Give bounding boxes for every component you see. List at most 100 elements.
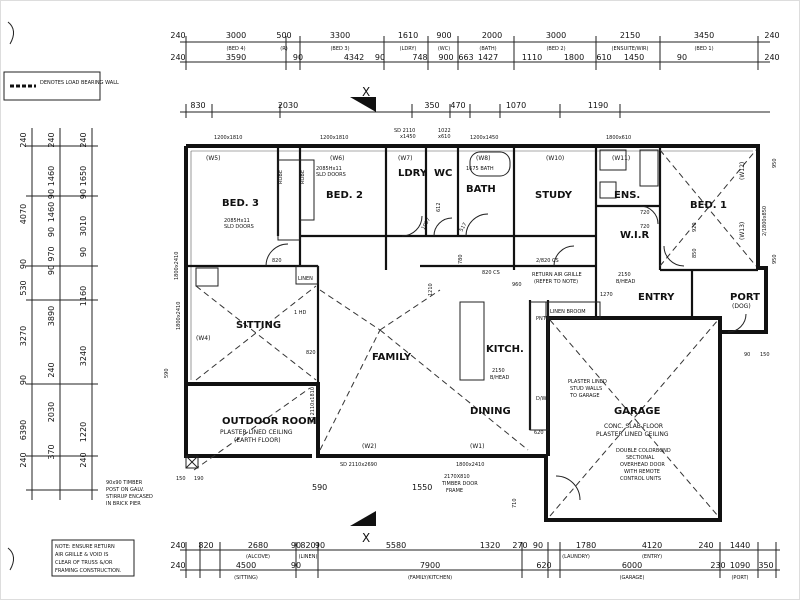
dimension-text: 240 bbox=[19, 452, 28, 467]
win-w13: (W13) bbox=[739, 222, 746, 240]
dimension-text: 610 bbox=[596, 53, 611, 62]
win-size-e: 1800x2410 bbox=[176, 302, 182, 330]
hd-label: 1 HD bbox=[294, 310, 307, 316]
entry-bhead-2: B/HEAD bbox=[616, 279, 635, 285]
ohd-5: CONTROL UNITS bbox=[620, 476, 661, 482]
note-line-2: AIR GRILLE & VOID IS bbox=[55, 552, 108, 558]
corner-arc-bottom bbox=[7, 547, 14, 571]
svg-text:960: 960 bbox=[512, 282, 522, 288]
win-w6: (W6) bbox=[330, 155, 344, 162]
dimension-label: (ALCOVE) bbox=[246, 554, 270, 560]
dimension-text: 1460 bbox=[47, 202, 56, 222]
room-sitting: SITTING bbox=[236, 320, 281, 331]
svg-text:150: 150 bbox=[760, 352, 770, 358]
svg-text:150: 150 bbox=[176, 476, 186, 482]
dimension-text: 240 bbox=[698, 541, 713, 550]
dimension-text: 900 bbox=[436, 31, 451, 40]
bath-tub-label: 1675 BATH bbox=[466, 166, 494, 172]
dimension-text: 470 bbox=[450, 101, 465, 110]
win-w1: (W1) bbox=[470, 443, 484, 450]
post-note-4: IN BRICK PIER bbox=[106, 501, 141, 507]
dimension-text: 240 bbox=[764, 31, 779, 40]
dimension-text: 1650 bbox=[79, 166, 88, 186]
win-w11: (W11) bbox=[612, 155, 630, 162]
dimension-label: (BATH) bbox=[479, 46, 496, 52]
bed2-doors-1: 2085Hx11 bbox=[316, 166, 342, 172]
dimension-text: 500 bbox=[276, 31, 291, 40]
dimension-label: (BED 3) bbox=[330, 46, 349, 52]
svg-text:720: 720 bbox=[640, 210, 650, 216]
section-mark-top-label: X bbox=[362, 85, 370, 99]
kitch-bhead-1: 2150 bbox=[492, 368, 505, 374]
section-arrow-bottom bbox=[350, 511, 376, 526]
dimension-text: 900 bbox=[438, 53, 453, 62]
dimension-text: 1427 bbox=[478, 53, 498, 62]
dimension-label: (LAUNDRY) bbox=[562, 554, 590, 560]
dimension-text: 970 bbox=[47, 246, 56, 261]
label-robe-bed2: ROBE bbox=[300, 170, 306, 184]
win-w2: (W2) bbox=[362, 443, 376, 450]
timber-door-2: TIMBER DOOR bbox=[441, 481, 478, 487]
note-line-3: CLEAR OF TRUSS &/OR bbox=[55, 560, 113, 566]
dimension-text: 240 bbox=[19, 132, 28, 147]
dimension-label: (BED 4) bbox=[226, 46, 245, 52]
bed3-doors-2: SLD DOORS bbox=[224, 224, 254, 230]
svg-text:1800x2410: 1800x2410 bbox=[174, 252, 180, 280]
dimension-text: 2150 bbox=[620, 31, 640, 40]
svg-text:820: 820 bbox=[306, 350, 316, 356]
dimension-text: 90 bbox=[291, 541, 301, 550]
svg-text:517: 517 bbox=[459, 222, 469, 233]
dimension-text: 3890 bbox=[47, 306, 56, 326]
interior-walls bbox=[186, 146, 758, 431]
dimension-text: 90 bbox=[677, 53, 687, 62]
dimension-text: 4342 bbox=[344, 53, 364, 62]
svg-text:590: 590 bbox=[312, 483, 327, 492]
dimension-text: 3300 bbox=[330, 31, 350, 40]
dimension-text: 1610 bbox=[398, 31, 418, 40]
return-air-2: (REFER TO NOTE) bbox=[534, 279, 578, 285]
bed2-doors-2: SLD DOORS bbox=[316, 172, 346, 178]
win-size-b: 1200x1810 bbox=[320, 135, 348, 141]
dimension-text: 2000 bbox=[482, 31, 502, 40]
svg-text:190: 190 bbox=[194, 476, 204, 482]
dimension-text: 1460 bbox=[47, 166, 56, 186]
win-w12: (W12) bbox=[739, 162, 746, 180]
dimension-text: 1450 bbox=[624, 53, 644, 62]
legend-text: DENOTES LOAD BEARING WALL bbox=[40, 80, 119, 86]
dimension-text: 4120 bbox=[642, 541, 662, 550]
post-note-2: POST ON GALV. bbox=[106, 487, 144, 493]
svg-text:2/1800x850: 2/1800x850 bbox=[762, 206, 768, 236]
win-size-a: 1200x1810 bbox=[214, 135, 242, 141]
room-port: PORT bbox=[730, 292, 760, 303]
note-box: NOTE: ENSURE RETURN AIR GRILLE & VOID IS… bbox=[51, 539, 135, 577]
win-size-d: 1800x610 bbox=[606, 135, 631, 141]
dimension-text: 240 bbox=[170, 561, 185, 570]
dimension-text: 3590 bbox=[226, 53, 246, 62]
dimension-label: (ENTRY) bbox=[642, 554, 662, 560]
return-air-1: RETURN AIR GRILLE bbox=[532, 272, 582, 278]
dimension-text: 2030 bbox=[278, 101, 298, 110]
dimension-text: 90 bbox=[79, 189, 88, 199]
plaster-wall-2: STUD WALLS bbox=[570, 386, 602, 392]
room-wir: W.I.R bbox=[620, 230, 650, 241]
svg-text:1270: 1270 bbox=[600, 292, 613, 298]
sd-bottom: SD 2110x2690 bbox=[340, 462, 377, 468]
win-w5: (W5) bbox=[206, 155, 220, 162]
svg-text:820: 820 bbox=[272, 258, 282, 264]
entry-bhead-1: 2150 bbox=[618, 272, 631, 278]
svg-text:590: 590 bbox=[164, 368, 170, 378]
dimension-text: 1160 bbox=[79, 286, 88, 306]
win-w7: (W7) bbox=[398, 155, 412, 162]
section-mark-bottom-label: X bbox=[362, 531, 370, 545]
svg-text:1550: 1550 bbox=[412, 483, 432, 492]
room-bed3: BED. 3 bbox=[222, 198, 259, 209]
room-outdoor-sub1: PLASTER LINED CEILING bbox=[220, 429, 293, 436]
dimension-label: (BED 2) bbox=[546, 46, 565, 52]
dimension-label: (GARAGE) bbox=[620, 575, 645, 581]
ohd-4: WITH REMOTE bbox=[624, 469, 660, 475]
dimension-text: 240 bbox=[170, 31, 185, 40]
room-outdoor-sub2: (EARTH FLOOR) bbox=[234, 437, 281, 444]
